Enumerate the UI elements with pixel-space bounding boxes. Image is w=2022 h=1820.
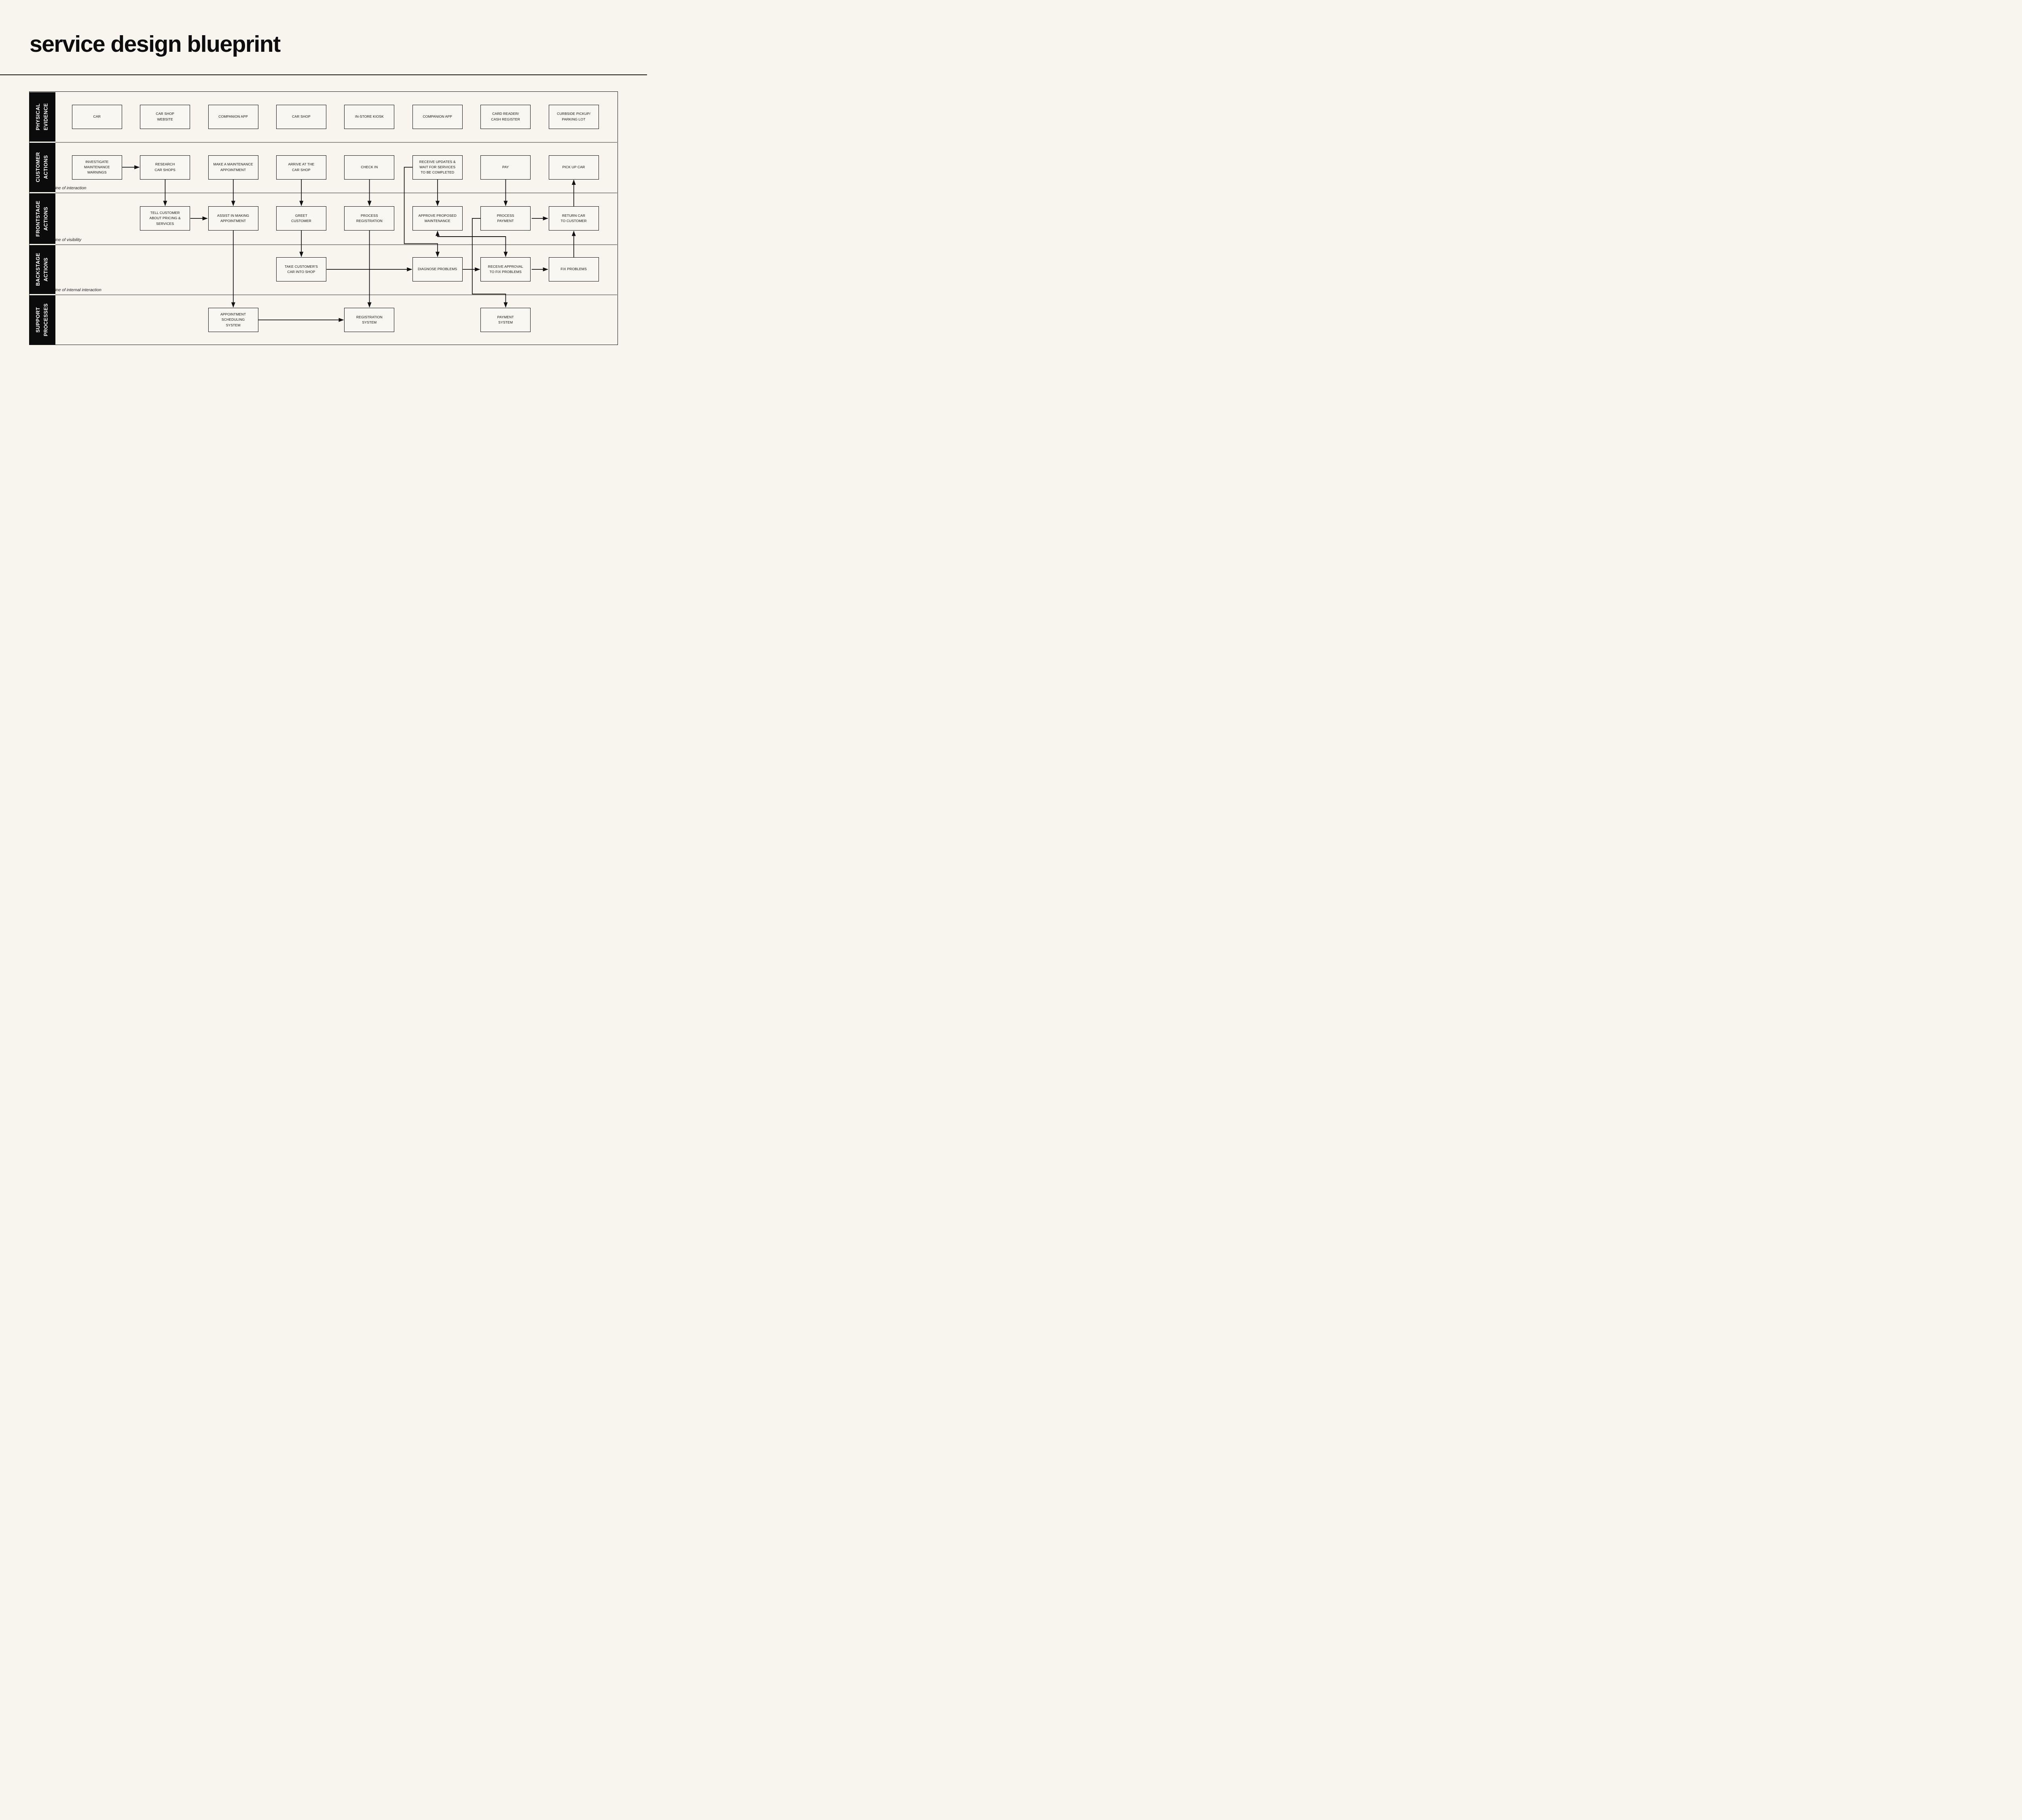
header-rule: [0, 74, 647, 75]
lane-customer-actions: CUSTOMER ACTIONS: [29, 143, 55, 192]
process-box-label: CAR: [93, 114, 101, 119]
process-box-label: RESEARCH CAR SHOPS: [154, 162, 176, 172]
line-of-visibility-rule: [55, 244, 617, 245]
process-box-label: REGISTRATION SYSTEM: [356, 315, 383, 324]
line-of-interaction-label: line of interaction: [54, 186, 87, 190]
process-box-label: CAR SHOP WEBSITE: [156, 112, 174, 121]
process-box-make-appointment: MAKE A MAINTENANCE APPOINTMENT: [208, 155, 258, 180]
process-box-diagnose: DIAGNOSE PROBLEMS: [412, 257, 463, 281]
process-box-in-store-kiosk: IN-STORE KIOSK: [344, 104, 395, 129]
process-box-arrive: ARRIVE AT THE CAR SHOP: [276, 155, 326, 180]
service-blueprint-page: service design blueprint PHYSICAL EVIDEN…: [0, 0, 647, 364]
page-title: service design blueprint: [30, 31, 281, 57]
process-box-receive-updates: RECEIVE UPDATES & WAIT FOR SERVICES TO B…: [412, 155, 463, 180]
process-box-label: PAYMENT SYSTEM: [497, 315, 514, 324]
process-box-label: PROCESS REGISTRATION: [356, 213, 383, 223]
process-box-tell-customer: TELL CUSTOMER ABOUT PRICING & SERVICES: [140, 206, 190, 231]
lane-backstage-actions: BACKSTAGE ACTIONS: [29, 245, 55, 294]
process-box-return-car: RETURN CAR TO CUSTOMER: [548, 206, 599, 231]
process-box-label: MAKE A MAINTENANCE APPOINTMENT: [213, 162, 253, 172]
process-box-label: CURBSIDE PICKUP/ PARKING LOT: [557, 112, 590, 121]
lane-label: PHYSICAL EVIDENCE: [35, 103, 49, 131]
process-box-fix-problems: FIX PROBLEMS: [548, 257, 599, 281]
process-box-car-shop-website: CAR SHOP WEBSITE: [140, 104, 190, 129]
process-box-process-registration: PROCESS REGISTRATION: [344, 206, 395, 231]
process-box-label: RECEIVE APPROVAL TO FIX PROBLEMS: [488, 264, 523, 274]
process-box-label: GREET CUSTOMER: [291, 213, 311, 223]
process-box-label: TAKE CUSTOMER'S CAR INTO SHOP: [284, 264, 318, 274]
lane-support-processes: SUPPORT PROCESSES: [29, 295, 55, 345]
process-box-card-reader: CARD READER/ CASH REGISTER: [480, 104, 531, 129]
line-of-visibility-label: line of visibility: [54, 237, 82, 242]
process-box-companion-app-2: COMPANION APP: [412, 104, 463, 129]
lane-divider: [55, 142, 617, 143]
process-box-label: PAY: [502, 165, 509, 169]
process-box-label: DIAGNOSE PROBLEMS: [418, 267, 457, 271]
process-box-check-in: CHECK IN: [344, 155, 395, 180]
process-box-investigate: INVESTIGATE MAINTENANCE WARNINGS: [72, 155, 122, 180]
process-box-label: FIX PROBLEMS: [560, 267, 587, 271]
process-box-curbside-pickup: CURBSIDE PICKUP/ PARKING LOT: [548, 104, 599, 129]
process-box-receive-approval: RECEIVE APPROVAL TO FIX PROBLEMS: [480, 257, 531, 281]
process-box-appointment-system: APPOINTMENT SCHEDULING SYSTEM: [208, 308, 258, 332]
process-box-process-payment: PROCESS PAYMENT: [480, 206, 531, 231]
process-box-label: COMPANION APP: [218, 114, 248, 119]
process-box-label: PICK UP CAR: [562, 165, 585, 169]
lane-label: CUSTOMER ACTIONS: [35, 152, 49, 182]
process-box-approve: APPROVE PROPOSED MAINTENANCE: [412, 206, 463, 231]
lane-label: SUPPORT PROCESSES: [35, 303, 49, 336]
process-box-label: ASSIST IN MAKING APPOINTMENT: [217, 213, 250, 223]
process-box-label: RECEIVE UPDATES & WAIT FOR SERVICES TO B…: [419, 159, 456, 175]
process-box-research: RESEARCH CAR SHOPS: [140, 155, 190, 180]
process-box-label: APPOINTMENT SCHEDULING SYSTEM: [220, 312, 246, 327]
line-of-internal-interaction-label: line of internal interaction: [54, 288, 102, 292]
lane-label: BACKSTAGE ACTIONS: [35, 253, 49, 286]
process-box-car: CAR: [72, 104, 122, 129]
process-box-label: CHECK IN: [361, 165, 378, 169]
process-box-label: PROCESS PAYMENT: [497, 213, 514, 223]
process-box-car-shop: CAR SHOP: [276, 104, 326, 129]
process-box-label: IN-STORE KIOSK: [355, 114, 384, 119]
lane-frontstage-actions: FRONTSTAGE ACTIONS: [29, 193, 55, 244]
process-box-registration-system: REGISTRATION SYSTEM: [344, 308, 395, 332]
process-box-payment-system: PAYMENT SYSTEM: [480, 308, 531, 332]
process-box-label: CARD READER/ CASH REGISTER: [491, 112, 520, 121]
process-box-greet: GREET CUSTOMER: [276, 206, 326, 231]
lane-physical-evidence: PHYSICAL EVIDENCE: [29, 92, 55, 142]
process-box-label: TELL CUSTOMER ABOUT PRICING & SERVICES: [149, 211, 181, 226]
process-box-assist: ASSIST IN MAKING APPOINTMENT: [208, 206, 258, 231]
process-box-label: RETURN CAR TO CUSTOMER: [560, 213, 587, 223]
line-of-internal-interaction-rule: [55, 294, 617, 295]
process-box-pay: PAY: [480, 155, 531, 180]
lane-label: FRONTSTAGE ACTIONS: [35, 200, 49, 237]
process-box-label: ARRIVE AT THE CAR SHOP: [288, 162, 315, 172]
process-box-take-car: TAKE CUSTOMER'S CAR INTO SHOP: [276, 257, 326, 281]
process-box-label: COMPANION APP: [423, 114, 453, 119]
process-box-pick-up-car: PICK UP CAR: [548, 155, 599, 180]
process-box-companion-app-1: COMPANION APP: [208, 104, 258, 129]
process-box-label: APPROVE PROPOSED MAINTENANCE: [418, 213, 457, 223]
process-box-label: CAR SHOP: [292, 114, 311, 119]
process-box-label: INVESTIGATE MAINTENANCE WARNINGS: [84, 159, 110, 175]
